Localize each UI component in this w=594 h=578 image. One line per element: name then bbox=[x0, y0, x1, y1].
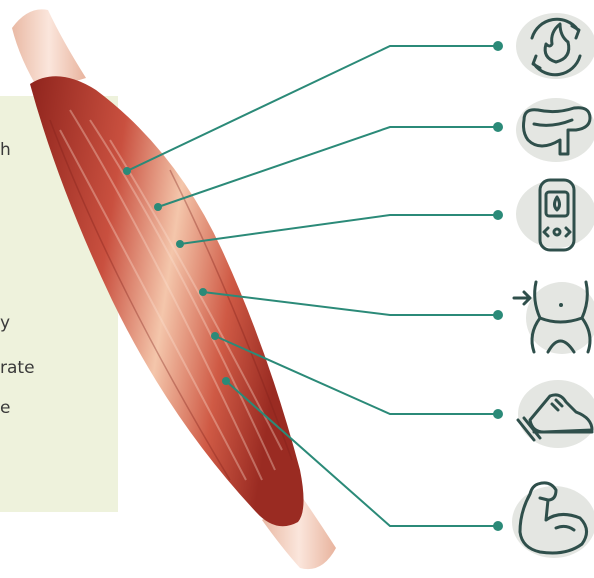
icon-point-2 bbox=[493, 122, 503, 132]
connector-line-3 bbox=[180, 215, 498, 244]
muscle-point-5 bbox=[211, 332, 219, 340]
icon-point-1 bbox=[493, 41, 503, 51]
icon-point-3 bbox=[493, 210, 503, 220]
connector-line-1 bbox=[127, 46, 498, 171]
muscle-point-3 bbox=[176, 240, 184, 248]
muscle-point-6 bbox=[222, 377, 230, 385]
muscle-point-2 bbox=[154, 203, 162, 211]
icon-point-6 bbox=[493, 521, 503, 531]
icon-point-5 bbox=[493, 409, 503, 419]
running-shoe-icon bbox=[518, 380, 594, 448]
icon-point-4 bbox=[493, 310, 503, 320]
muscle-belly bbox=[30, 76, 304, 526]
muscle-point-1 bbox=[123, 167, 131, 175]
metabolism-flame-icon bbox=[516, 13, 594, 79]
glucose-meter-icon bbox=[516, 180, 594, 250]
connector-line-2 bbox=[158, 127, 498, 207]
muscle-point-4 bbox=[199, 288, 207, 296]
pancreas-icon bbox=[516, 98, 594, 162]
waist-icon bbox=[514, 282, 594, 354]
flexed-arm-icon bbox=[512, 483, 594, 558]
